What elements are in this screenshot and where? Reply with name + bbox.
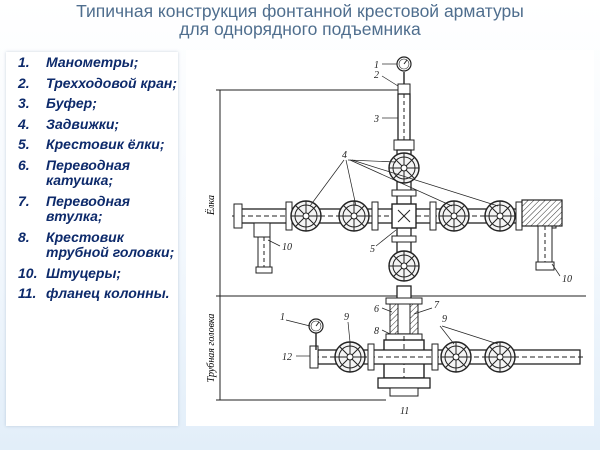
legend-item: 6. Переводная катушка; [6, 156, 178, 189]
callout-5: 5 [370, 244, 375, 255]
callout-4: 4 [342, 150, 347, 161]
title-line-2: для однорядного подъемника [179, 19, 421, 39]
column-flange [377, 377, 431, 389]
pressure-gauge-icon [396, 56, 412, 72]
legend-item: 2. Трехходовой кран; [6, 74, 178, 92]
valve-icon [484, 200, 516, 232]
legend-number: 1. [18, 54, 30, 70]
legend-item: 10. Штуцеры; [6, 264, 178, 282]
column-flange-neck [389, 387, 419, 397]
flange [393, 139, 415, 151]
callout-2: 2 [374, 70, 379, 81]
legend-number: 5. [18, 136, 30, 152]
legend-item: 3. Буфер; [6, 95, 178, 112]
legend-number: 6. [18, 156, 30, 173]
legend-label: Буфер; [46, 95, 97, 111]
valve-icon [440, 341, 472, 373]
legend-label: Переводная втулка; [46, 192, 130, 224]
callout-7: 7 [434, 300, 440, 311]
callout-3: 3 [373, 114, 379, 125]
flange [391, 235, 417, 243]
legend-label: Штуцеры; [46, 264, 122, 281]
valve-icon [388, 250, 420, 282]
legend-label: Переводная катушка; [46, 156, 130, 188]
flange [391, 189, 417, 197]
transition-bushing-left [389, 301, 399, 337]
legend-item: 5. Крестовик ёлки; [6, 136, 178, 153]
legend-label: Крестовик трубной головки; [46, 228, 175, 260]
valve-icon [438, 200, 470, 232]
left-choke-body [253, 222, 271, 238]
flange [385, 297, 423, 305]
flange [429, 201, 437, 231]
callout-10: 10 [282, 242, 292, 253]
callout-10: 10 [562, 274, 572, 285]
section-label-upper: Ёлка [205, 195, 217, 216]
legend-number: 4. [18, 115, 30, 132]
flange [367, 343, 375, 371]
callout-12: 12 [282, 352, 292, 363]
legend-item: 4. Задвижки; [6, 115, 178, 133]
legend-item: 7. Переводная втулка; [6, 192, 178, 225]
right-choke-body [521, 199, 563, 227]
legend-number: 8. [18, 228, 30, 245]
flange [515, 201, 523, 231]
wellhead-diagram: Ёлка Трубная головка 1 2 3 4 5 6 7 8 9 9… [186, 50, 594, 426]
transition-spool [396, 285, 412, 335]
flange [431, 343, 439, 371]
legend-label: Крестовик ёлки; [46, 136, 165, 152]
legend-number: 11. [18, 285, 37, 301]
valve-icon [338, 200, 370, 232]
title-line-1: Типичная конструкция фонтанной крестовой… [76, 1, 524, 21]
legend-label: Задвижки; [46, 115, 120, 132]
legend-item: 1. Манометры; [6, 54, 178, 71]
transition-bushing-right [409, 301, 419, 337]
callout-1: 1 [374, 60, 379, 71]
callout-11: 11 [400, 406, 409, 417]
legend-item: 11. фланец колонны. [6, 285, 178, 302]
legend-item: 8. Крестовик трубной головки; [6, 228, 178, 261]
right-choke-nut [535, 261, 555, 271]
flange [371, 201, 379, 231]
callout-8: 8 [374, 326, 379, 337]
section-label-lower: Трубная головка [206, 314, 217, 383]
legend-label: Трехходовой кран; [46, 74, 177, 91]
three-way-cock [397, 83, 411, 95]
valve-icon [290, 200, 322, 232]
valve-icon [484, 341, 516, 373]
cross-mark [397, 209, 411, 223]
callout-9: 9 [344, 312, 349, 323]
callout-6: 6 [374, 304, 379, 315]
valve-icon [334, 341, 366, 373]
pressure-gauge-icon [308, 318, 324, 334]
left-choke-nut [255, 266, 273, 274]
legend-number: 2. [18, 74, 30, 91]
arm-end-flange [309, 345, 319, 369]
callout-1-lower: 1 [280, 312, 285, 323]
arm-end-flange [233, 203, 243, 229]
legend-number: 10. [18, 264, 38, 281]
callout-9: 9 [442, 314, 447, 325]
page-title: Типичная конструкция фонтанной крестовой… [0, 2, 600, 38]
valve-icon [388, 152, 420, 184]
legend-list: 1. Манометры; 2. Трехходовой кран; 3. Буфер… [6, 52, 178, 302]
leader-lines [267, 63, 561, 357]
legend-label: Манометры; [46, 54, 139, 70]
legend-panel: 1. Манометры; 2. Трехходовой кран; 3. Буфер… [6, 52, 178, 426]
legend-label: фланец колонны. [46, 285, 170, 301]
wellhead-drawing: Ёлка Трубная головка 1 2 3 4 5 6 7 8 9 9… [205, 56, 586, 417]
legend-number: 3. [18, 95, 30, 111]
legend-number: 7. [18, 192, 30, 209]
